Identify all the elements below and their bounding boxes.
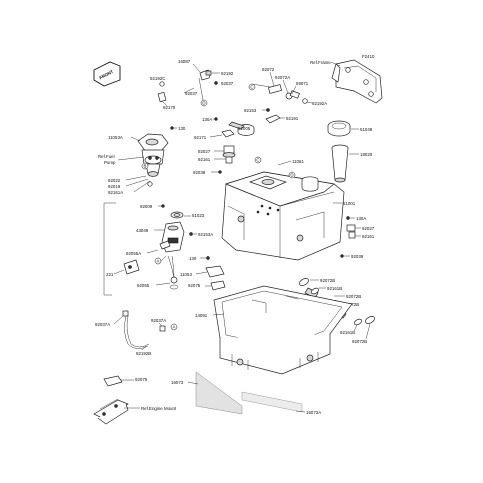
marker-a-2: A [173,325,176,330]
label-11053a: 11053A [108,135,123,140]
fuel-strainer-18020 [331,144,349,183]
label-18020: 18020 [360,152,373,157]
clamp-92161b-a [310,287,320,295]
label-92037-b: 92037 [185,91,198,96]
label-92037a-1: 92037A [95,322,110,327]
label-92075-2: 92075 [135,377,148,382]
label-43049: 43049 [136,228,149,233]
pump-harness [167,255,178,284]
front-arrow-icon: FRONT [93,61,121,87]
marker-c-1: C [250,85,253,90]
fuel-tank-51001 [221,171,345,261]
label-92019: 92019 [108,184,121,189]
label-92161-2: 92161 [362,234,375,239]
ref-fuel-pump-line1: Ref.Fuel [98,154,115,159]
label-11061: 11061 [292,159,304,164]
pad-92075 [210,280,226,291]
label-92039-1: 92039 [193,170,206,175]
label-92191: 92191 [286,116,299,121]
marker-b-1: B [144,164,147,169]
ref-engine-mount: Ref.Engine Mount [141,406,177,411]
clamp-92191 [265,114,281,124]
label-52005: 52005 [238,126,251,131]
pad-92075-b [103,375,123,387]
breather-fitting-16087 [192,63,212,81]
oring-92055 [169,284,179,290]
label-92171: 92171 [194,135,207,140]
label-221: 221 [106,272,114,277]
label-92153a: 92153A [198,232,213,237]
fuel-pump-assembly [137,133,169,177]
bracket-221 [123,259,140,275]
label-92161-1: 92161 [198,157,211,162]
marker-d-1: D [202,101,205,106]
label-130a-2: 130A [356,216,366,221]
label-92072: 92072 [262,67,275,72]
clamp-92161b-b [353,318,363,326]
label-92192b: 92192B [136,351,151,356]
gauge-sender [222,145,236,164]
label-92192a: 92192A [312,101,327,106]
label-92161b-2: 92161B [340,330,355,335]
label-51049: 51049 [360,127,373,132]
frame-bracket [331,59,383,104]
hose-clip-92037a [122,310,178,349]
label-92170: 92170 [163,105,176,110]
gasket-11053 [205,265,225,278]
front-badge-text: FRONT [98,69,114,81]
label-51023: 51023 [192,213,205,218]
drain-fitting [346,224,356,239]
hose-92072b-c [365,316,375,324]
fuel-cap-52005 [228,121,255,136]
label-14091: 14091 [195,313,208,318]
label-92072b-2: 92072B [346,294,361,299]
label-92037a-2: 92037A [151,318,166,323]
label-92072b-1: 92072B [320,278,335,283]
label-92192c: 92192C [150,76,165,81]
label-92072a: 92072A [275,75,290,80]
label-51001: 51001 [343,201,356,206]
label-92055a: 92055A [126,251,141,256]
ref-frame: Ref.Frame [310,60,331,65]
tank-cap-51049 [327,120,351,137]
tank-tray-14091 [213,285,353,375]
label-92192: 92192 [221,71,234,76]
label-59071: 59071 [296,81,309,86]
marker-c-2: C [256,158,259,163]
marker-a-1: A [157,259,160,264]
label-130a-1: 130A [202,117,212,122]
label-92055: 92055 [137,283,150,288]
label-92027-1: 92027 [198,149,211,154]
vent-valve-group [251,83,308,104]
marker-d-2: D [290,173,293,178]
label-92153: 92153 [244,108,257,113]
label-16073: 16073 [171,380,184,385]
label-92022: 92022 [108,178,121,183]
diagram-code: F2410 [362,54,375,59]
label-92039-2: 92039 [351,254,364,259]
left-bracket-frame [103,202,116,296]
label-16073a: 16073A [306,410,321,415]
label-130-2: 130 [189,256,197,261]
label-11053: 11053 [180,272,192,277]
engine-mount-bracket [93,398,129,425]
filter-51023 [170,211,184,219]
label-16087: 16087 [178,59,191,64]
label-92072b-4: 92072B [352,339,367,344]
fuel-pump-body-43049 [159,221,185,253]
label-92027-2: 92027 [362,226,375,231]
label-92009: 92009 [140,204,153,209]
label-92161b-1: 92161B [327,286,342,291]
label-92075-1: 92075 [188,283,201,288]
ref-fuel-pump-line2: Pump [104,160,116,165]
label-130-1: 130 [178,126,186,131]
label-92037: 92037 [221,81,234,86]
label-92161a: 92161A [108,190,123,195]
level-sender-92171 [221,129,235,138]
heat-shield-16073 [195,371,303,415]
hose-fitting-92192c [157,81,168,107]
